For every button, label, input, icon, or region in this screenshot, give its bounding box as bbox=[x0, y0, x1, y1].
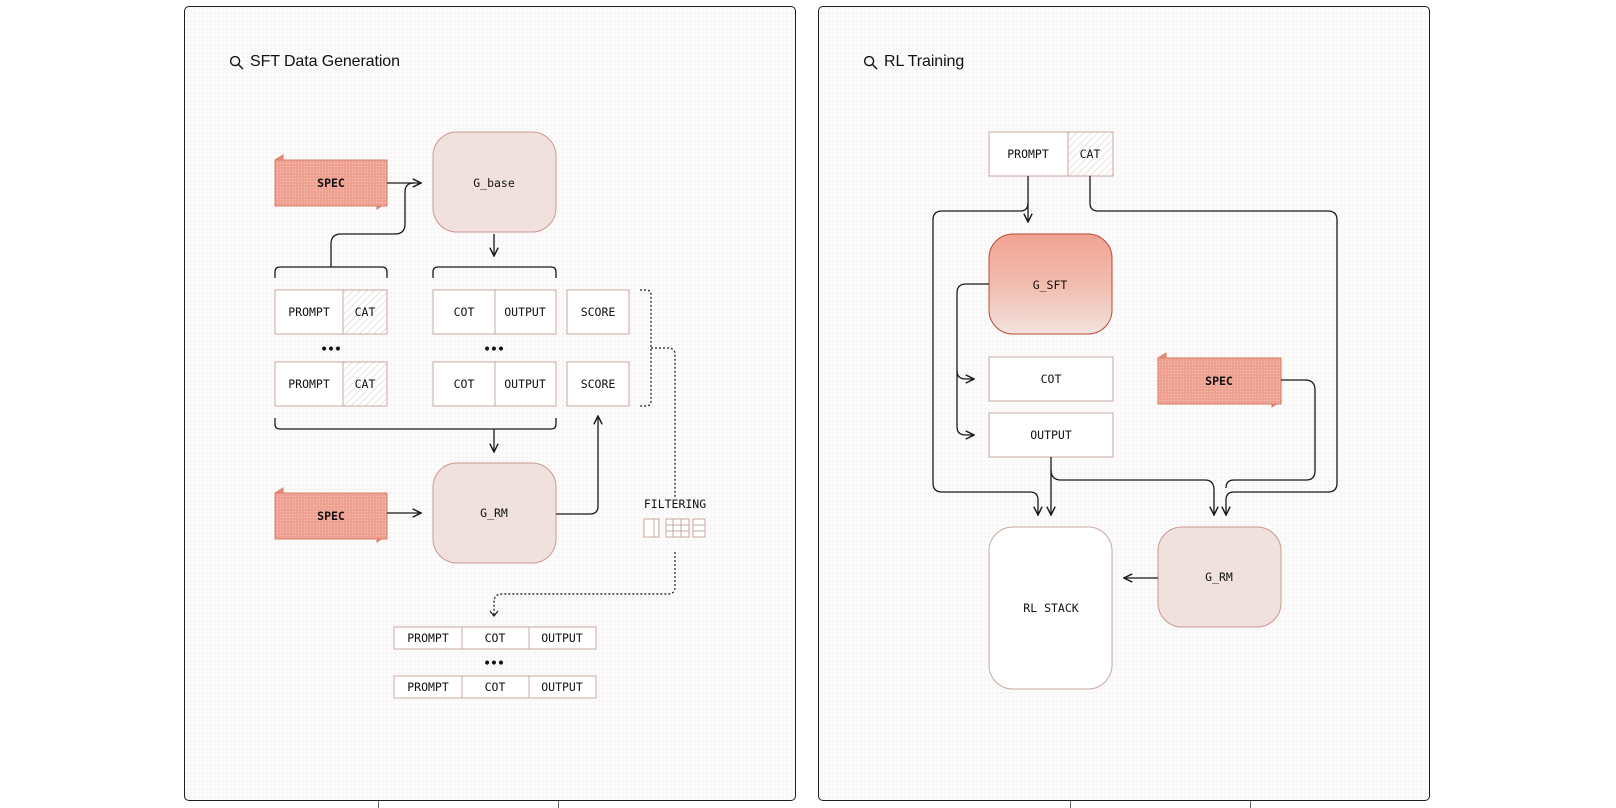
cot-label: COT bbox=[454, 377, 475, 391]
prompt-label: PROMPT bbox=[288, 377, 330, 391]
ellipsis: ••• bbox=[484, 342, 505, 356]
output-label: OUTPUT bbox=[541, 680, 583, 694]
footer-tick bbox=[378, 801, 379, 808]
spec-label: SPEC bbox=[1205, 374, 1233, 388]
g-rm-model: G_RM bbox=[432, 462, 557, 564]
prompt-label: PROMPT bbox=[288, 305, 330, 319]
ellipsis: ••• bbox=[321, 342, 342, 356]
score-label: SCORE bbox=[581, 377, 616, 391]
g-base-label: G_base bbox=[473, 176, 515, 190]
panel-title-sft: SFT Data Generation bbox=[229, 53, 400, 71]
output-box: OUTPUT bbox=[988, 412, 1114, 458]
footer-tick bbox=[1250, 801, 1251, 808]
bracket bbox=[274, 266, 388, 278]
rl-stack: RL STACK bbox=[988, 526, 1113, 690]
output-label: OUTPUT bbox=[541, 631, 583, 645]
output-label: OUTPUT bbox=[1030, 428, 1072, 442]
dotted-connector bbox=[493, 552, 676, 615]
arrow-head bbox=[489, 610, 499, 617]
connector bbox=[932, 176, 1038, 515]
cot-label: COT bbox=[485, 631, 506, 645]
prompt-cat-row: PROMPT CAT bbox=[274, 289, 388, 335]
panel-title-text: RL Training bbox=[884, 53, 965, 70]
spec-label: SPEC bbox=[317, 176, 345, 190]
search-icon[interactable] bbox=[863, 55, 878, 70]
cot-box: COT bbox=[988, 356, 1114, 402]
final-example-row: PROMPT COT OUTPUT bbox=[393, 626, 597, 650]
spec-label: SPEC bbox=[317, 509, 345, 523]
cat-label: CAT bbox=[355, 377, 376, 391]
cot-output-row: COT OUTPUT bbox=[432, 361, 557, 407]
filtering-label: FILTERING bbox=[644, 497, 706, 511]
bracket bbox=[274, 418, 557, 430]
search-icon[interactable] bbox=[229, 55, 244, 70]
output-label: OUTPUT bbox=[504, 305, 546, 319]
spec-card: SPEC bbox=[274, 154, 388, 210]
g-sft-label: G_SFT bbox=[1033, 278, 1068, 292]
rl-training-panel: RL Training bbox=[818, 6, 1430, 801]
arrow bbox=[956, 371, 974, 435]
score-box: SCORE bbox=[566, 361, 630, 407]
spec-card: SPEC bbox=[274, 487, 388, 543]
ellipsis: ••• bbox=[484, 656, 505, 670]
cot-label: COT bbox=[1041, 372, 1062, 386]
prompt-label: PROMPT bbox=[407, 680, 449, 694]
panel-title-rl: RL Training bbox=[863, 53, 964, 71]
cat-label: CAT bbox=[1080, 147, 1101, 161]
connector bbox=[1225, 379, 1316, 489]
cot-label: COT bbox=[485, 680, 506, 694]
arrow bbox=[956, 283, 989, 379]
prompt-label: PROMPT bbox=[407, 631, 449, 645]
arrow bbox=[556, 416, 598, 515]
g-base-model: G_base bbox=[432, 131, 557, 233]
g-rm-model: G_RM bbox=[1157, 526, 1282, 628]
final-example-row: PROMPT COT OUTPUT bbox=[393, 675, 597, 699]
output-label: OUTPUT bbox=[504, 377, 546, 391]
g-rm-label: G_RM bbox=[1205, 570, 1233, 584]
dotted-connector bbox=[651, 347, 676, 497]
connector bbox=[1089, 176, 1338, 515]
bracket bbox=[432, 266, 557, 278]
filter-icon bbox=[643, 518, 706, 538]
rl-stack-label: RL STACK bbox=[1023, 601, 1078, 615]
score-box: SCORE bbox=[566, 289, 630, 335]
panel-title-text: SFT Data Generation bbox=[250, 53, 400, 70]
g-rm-label: G_RM bbox=[480, 506, 508, 520]
footer-tick bbox=[1070, 801, 1071, 808]
prompt-cat-row: PROMPT CAT bbox=[274, 361, 388, 407]
prompt-cat-row: PROMPT CAT bbox=[988, 131, 1114, 177]
prompt-label: PROMPT bbox=[1007, 147, 1049, 161]
cat-label: CAT bbox=[355, 305, 376, 319]
footer-tick bbox=[558, 801, 559, 808]
cot-label: COT bbox=[454, 305, 475, 319]
cot-output-row: COT OUTPUT bbox=[432, 289, 557, 335]
spec-card: SPEC bbox=[1157, 352, 1283, 408]
dotted-bracket bbox=[640, 289, 652, 407]
arrow bbox=[1050, 469, 1214, 515]
g-sft-model: G_SFT bbox=[988, 233, 1113, 335]
score-label: SCORE bbox=[581, 305, 616, 319]
connector bbox=[330, 182, 415, 267]
